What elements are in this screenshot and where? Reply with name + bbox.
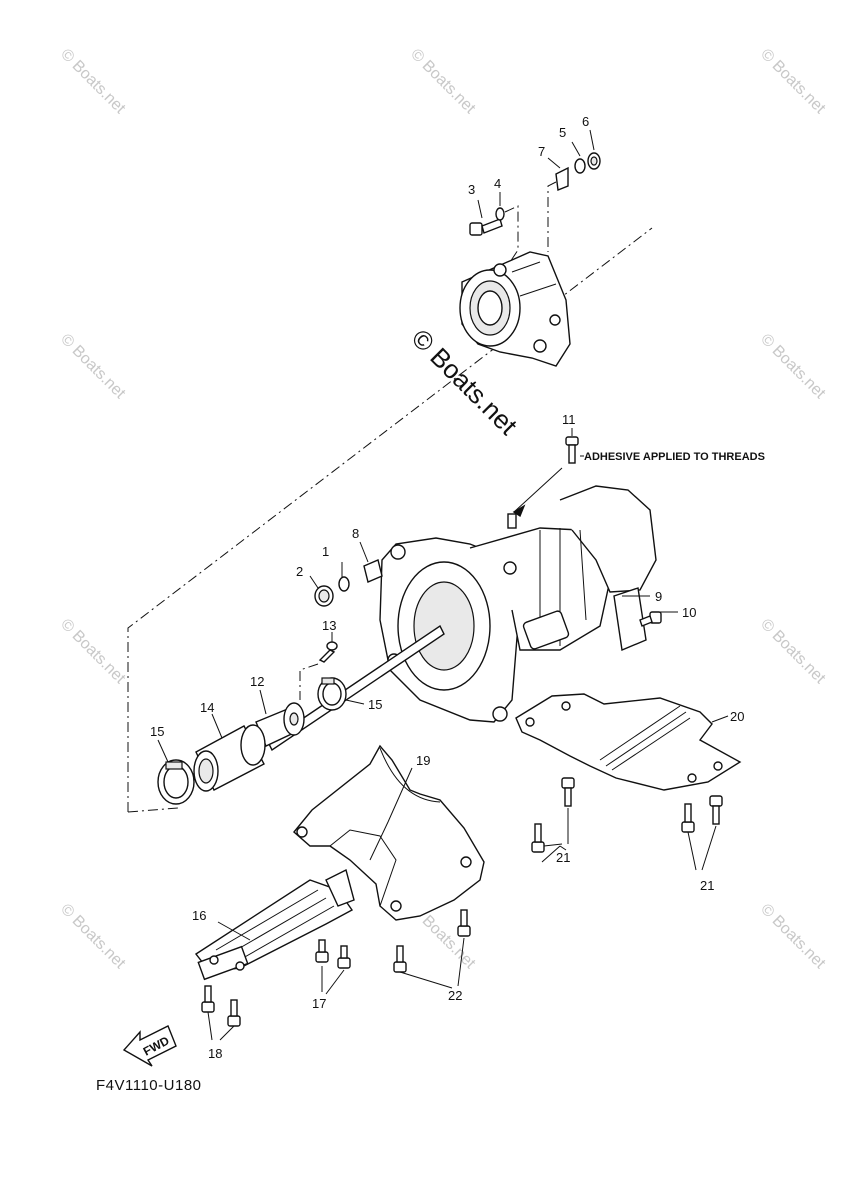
- callout-12: 12: [250, 674, 264, 689]
- callout-21: 21: [700, 878, 714, 893]
- callout-20: 20: [730, 709, 744, 724]
- callout-17: 17: [312, 996, 326, 1011]
- bolt-18: [201, 985, 215, 1013]
- watermark: © Boats.net: [57, 616, 129, 688]
- callout-10: 10: [682, 605, 696, 620]
- bolt-17: [315, 939, 329, 963]
- intake-grate-16: [194, 868, 355, 981]
- callout-9: 9: [655, 589, 662, 604]
- nut-2: [314, 585, 334, 607]
- bolt-22: [393, 945, 407, 973]
- hose-clamp-15: [317, 677, 347, 711]
- callout-2: 2: [296, 564, 303, 579]
- bolt-11: [565, 436, 579, 464]
- callout-6: 6: [582, 114, 589, 129]
- callouts: 1 2 3 4 5 6 7 8 9 10 11 12 13 14 15 15 1…: [150, 114, 744, 1061]
- bracket-9: [613, 587, 647, 651]
- screw-13: [318, 641, 338, 663]
- washer-4: [495, 207, 505, 221]
- bolt-18: [227, 999, 241, 1027]
- callout-8: 8: [352, 526, 359, 541]
- callout-15: 15: [368, 697, 382, 712]
- watermark: © Boats.net: [757, 616, 829, 688]
- bolt-21: [561, 777, 575, 807]
- fwd-arrow: FWD: [122, 1025, 177, 1067]
- bolt-17: [337, 945, 351, 969]
- watermark: © Boats.net: [57, 46, 129, 118]
- callout-19: 19: [416, 753, 430, 768]
- callout-1: 1: [322, 544, 329, 559]
- callout-22: 22: [448, 988, 462, 1003]
- bolt-3: [469, 218, 503, 236]
- bearing-housing: [459, 251, 571, 367]
- bolt-21: [681, 803, 695, 833]
- callout-16: 16: [192, 908, 206, 923]
- callout-14: 14: [200, 700, 214, 715]
- shaft-flange-12: [255, 702, 305, 747]
- callout-21: 21: [556, 850, 570, 865]
- watermark: © Boats.net: [57, 331, 129, 403]
- plate-7: [555, 166, 569, 191]
- adhesive-leader: [513, 467, 563, 513]
- bolt-21: [531, 823, 545, 853]
- callout-3: 3: [468, 182, 475, 197]
- callout-13: 13: [322, 618, 336, 633]
- plate-8: [363, 559, 383, 583]
- callout-4: 4: [494, 176, 501, 191]
- watermark: © Boats.net: [407, 46, 479, 118]
- bolt-22: [457, 909, 471, 937]
- callout-7: 7: [538, 144, 545, 159]
- ride-plate-20: [515, 693, 742, 791]
- washer-5: [574, 158, 586, 174]
- assembly-boundary: [127, 227, 653, 813]
- hose-clamp-15: [157, 759, 195, 805]
- drive-shaft: [267, 624, 445, 752]
- nut-6: [587, 152, 601, 170]
- adhesive-note: ADHESIVE APPLIED TO THREADS: [584, 451, 765, 463]
- jet-pump-housing: [379, 485, 657, 723]
- watermark: © Boats.net: [757, 331, 829, 403]
- callout-11: 11: [562, 412, 576, 427]
- callout-5: 5: [559, 125, 566, 140]
- bolt-21: [709, 795, 723, 825]
- callout-15: 15: [150, 724, 164, 739]
- watermark: © Boats.net: [757, 46, 829, 118]
- watermark: © Boats.net: [757, 901, 829, 973]
- hose-14: [193, 724, 266, 792]
- washer-1: [338, 576, 350, 592]
- bolt-10: [639, 611, 662, 627]
- leader-lines: [157, 129, 729, 1041]
- callout-18: 18: [208, 1046, 222, 1061]
- watermark: © Boats.net: [57, 901, 129, 973]
- diagram-code: F4V1110-U180: [96, 1077, 202, 1094]
- intake-duct-19: [293, 744, 485, 921]
